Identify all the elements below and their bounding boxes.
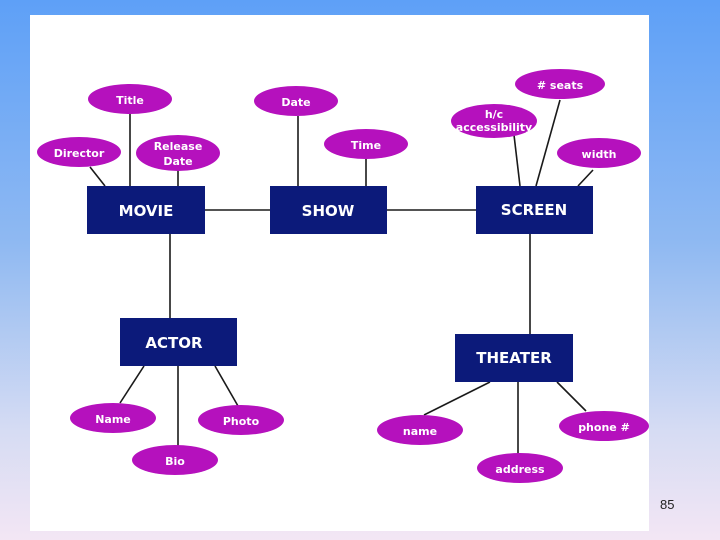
attr-width: width [557,138,641,168]
attr-time: Time [324,129,408,159]
connectors [89,99,594,455]
slide-panel: MOVIE SHOW SCREEN ACTOR THEATER Title Di… [30,15,649,531]
attr-seats: # seats [515,69,605,99]
page-number: 85 [660,497,675,512]
seats-line [535,99,561,187]
attr-address-label: address [495,463,545,476]
attr-hc-line2: accessibility [456,121,532,134]
entity-show: SHOW [270,186,387,234]
attr-director: Director [37,137,121,167]
attr-release-date-line1: Release [154,140,203,153]
attr-time-label: Time [351,139,381,152]
hc-accessibility-line [513,134,521,187]
entity-actor-label: ACTOR [145,334,203,352]
entity-screen-label: SCREEN [501,201,567,219]
theater-name-line [423,381,491,416]
actor-name-line [119,365,145,404]
attr-actor-name: Name [70,403,156,433]
width-line [577,169,594,187]
entity-actor: ACTOR [120,318,237,366]
entity-movie: MOVIE [87,186,205,234]
entity-theater: THEATER [455,334,573,382]
attr-photo: Photo [198,405,284,435]
attr-phone-label: phone # [578,421,630,434]
attr-title: Title [88,84,172,114]
director-line [89,166,106,187]
attr-theater-name-label: name [403,425,437,438]
attr-theater-name: name [377,415,463,445]
entity-theater-label: THEATER [476,349,552,367]
entity-show-label: SHOW [302,202,355,220]
photo-line [214,365,239,407]
attr-director-label: Director [54,147,105,160]
attr-date: Date [254,86,338,116]
attr-release-date: Release Date [136,135,220,171]
phone-line [556,381,587,412]
attr-actor-name-label: Name [95,413,131,426]
attr-hc-accessibility: h/c accessibility [451,104,537,138]
attr-photo-label: Photo [223,415,260,428]
attr-width-label: width [582,148,617,161]
attr-date-label: Date [281,96,310,109]
attr-release-date-line2: Date [163,155,192,168]
er-diagram: MOVIE SHOW SCREEN ACTOR THEATER Title Di… [37,69,649,483]
attr-address: address [477,453,563,483]
attr-seats-label: # seats [537,79,584,92]
entity-screen: SCREEN [476,186,593,234]
attr-title-label: Title [116,94,144,107]
entity-movie-label: MOVIE [119,202,174,220]
attr-phone: phone # [559,411,649,441]
attr-hc-line1: h/c [485,108,503,121]
attr-bio-label: Bio [165,455,185,468]
attr-bio: Bio [132,445,218,475]
